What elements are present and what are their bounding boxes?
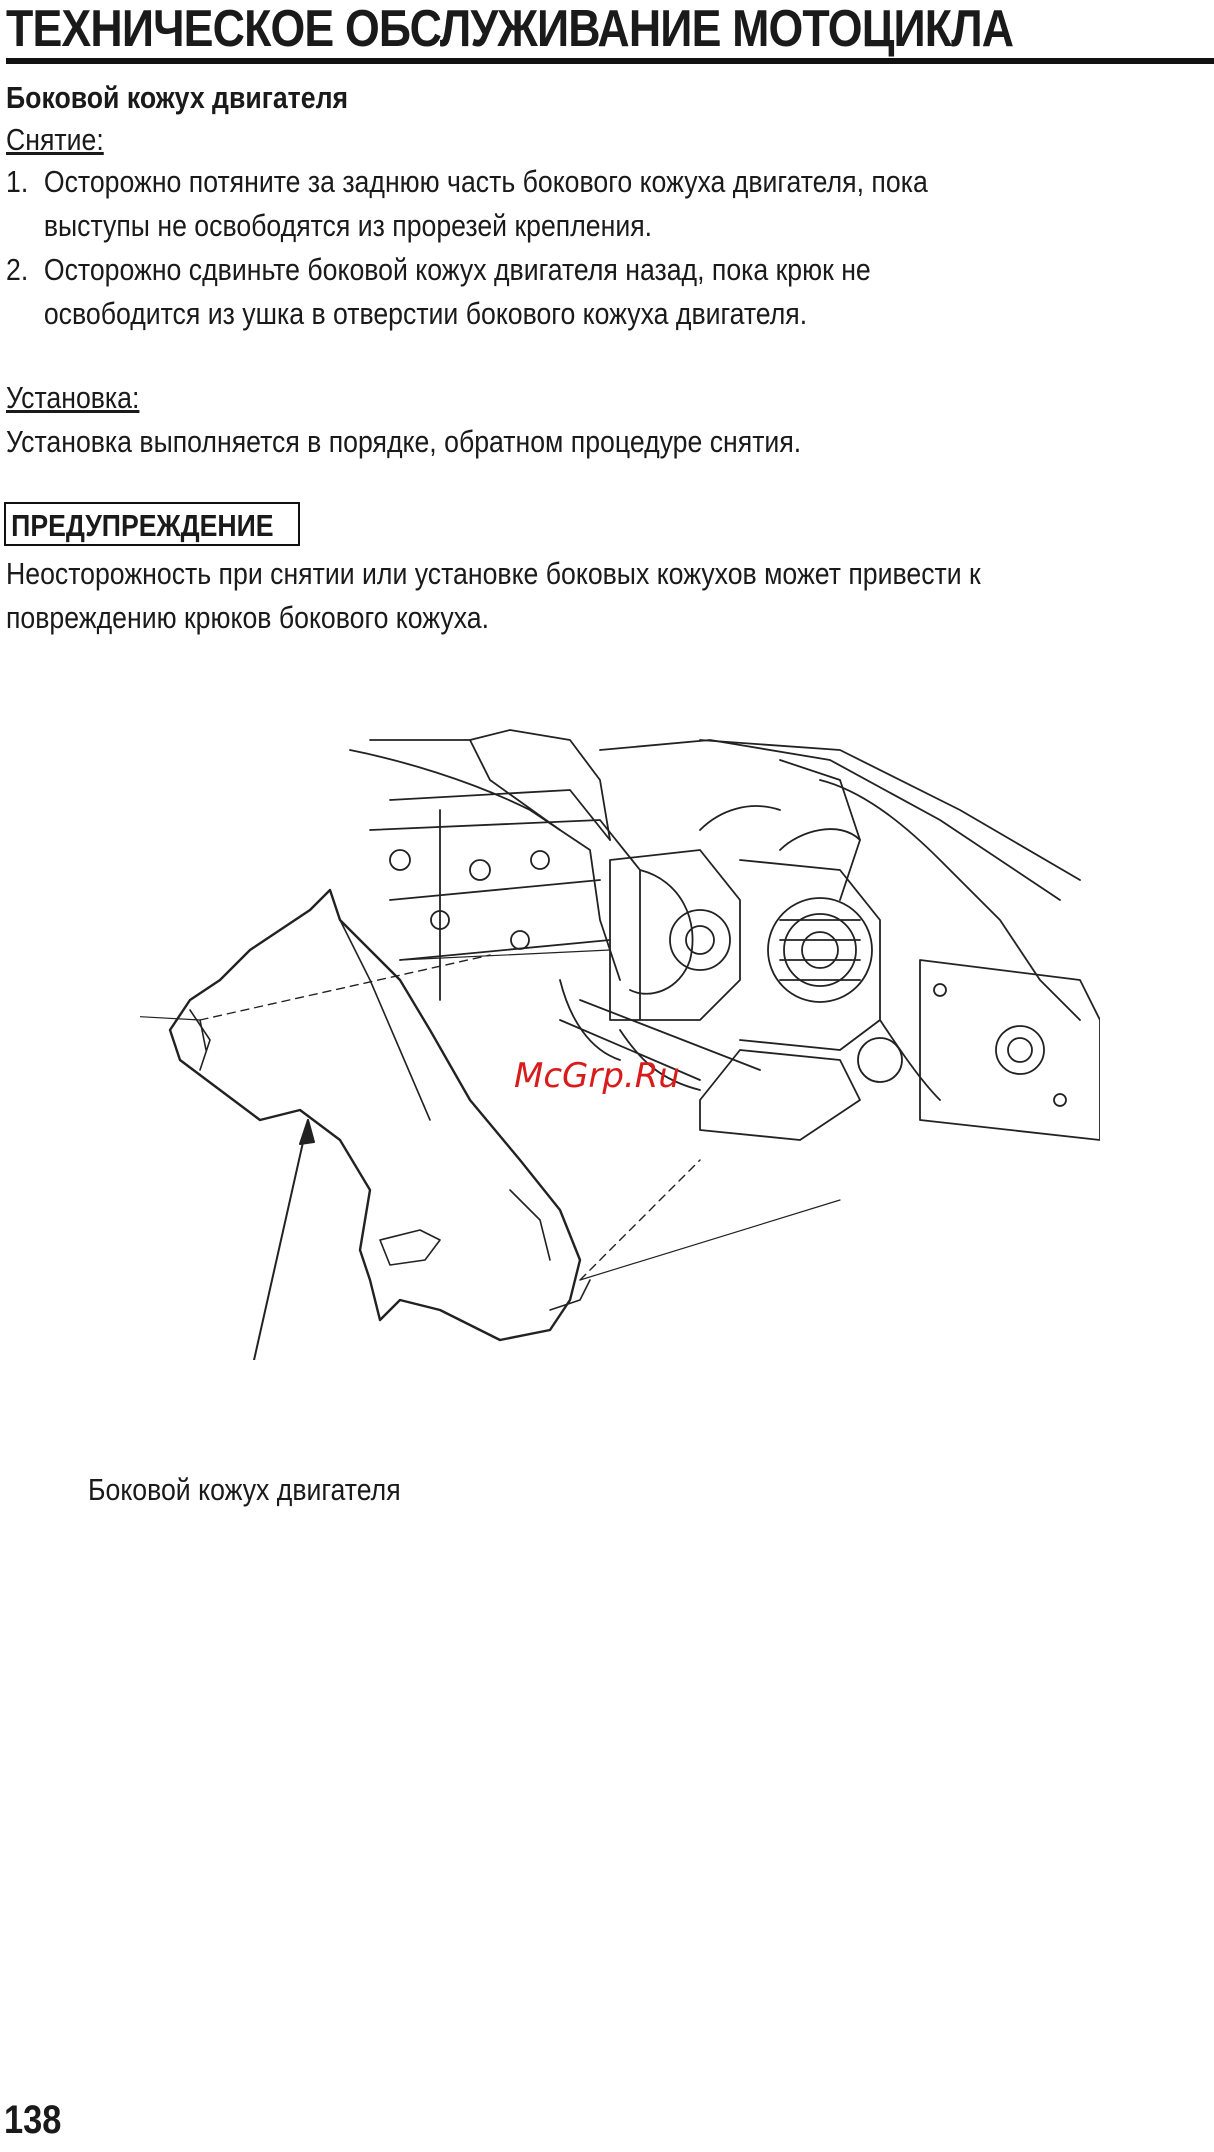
side-cover-details	[189, 919, 591, 1311]
step-1-number: 1.	[6, 164, 29, 199]
alignment-lines-solid	[140, 949, 841, 1281]
page-header: ТЕХНИЧЕСКОЕ ОБСЛУЖИВАНИЕ МОТОЦИКЛА	[6, 0, 1214, 64]
step-1-line-2: выступы не освободятся из прорезей крепл…	[43, 208, 653, 243]
step-1-line-1: Осторожно потяните за заднюю часть боков…	[43, 164, 928, 199]
install-heading: Установка:	[6, 380, 140, 415]
warning-line-2: повреждению крюков бокового кожуха.	[6, 600, 490, 635]
step-2-line-1: Осторожно сдвиньте боковой кожух двигате…	[43, 252, 871, 287]
warning-label: ПРЕДУПРЕЖДЕНИЕ	[11, 508, 274, 543]
removal-steps: 1. Осторожно потяните за заднюю часть бо…	[6, 160, 1196, 336]
warning-line-1: Неосторожность при снятии или установке …	[6, 556, 981, 591]
alignment-lines	[199, 954, 701, 1281]
removal-heading: Снятие:	[6, 122, 104, 157]
install-text: Установка выполняется в порядке, обратно…	[6, 424, 802, 459]
leader-line	[253, 1119, 315, 1360]
step-2: 2. Осторожно сдвиньте боковой кожух двиг…	[6, 248, 1029, 336]
warning-box: ПРЕДУПРЕЖДЕНИЕ	[4, 502, 300, 546]
page-number: 138	[4, 2098, 62, 2142]
warning-text: Неосторожность при снятии или установке …	[6, 552, 1029, 640]
watermark: McGrp.Ru	[514, 1056, 680, 1096]
page-title: ТЕХНИЧЕСКОЕ ОБСЛУЖИВАНИЕ МОТОЦИКЛА	[6, 0, 1014, 58]
step-2-number: 2.	[6, 252, 29, 287]
section-title: Боковой кожух двигателя	[6, 80, 349, 115]
side-cover-part	[168, 888, 582, 1342]
step-1: 1. Осторожно потяните за заднюю часть бо…	[6, 160, 1029, 248]
step-2-line-2: освободится из ушка в отверстии бокового…	[43, 296, 808, 331]
engine-cover-illustration	[140, 729, 1100, 1360]
figure-label: Боковой кожух двигателя	[88, 1472, 401, 1507]
engine-drawing	[349, 729, 1100, 1141]
